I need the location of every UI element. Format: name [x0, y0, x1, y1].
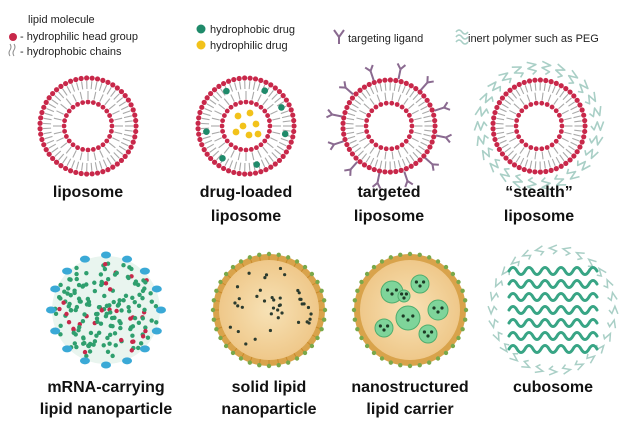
caption-sln-line2: nanoparticle	[221, 401, 316, 418]
caption-nlc-line1: nanostructured	[351, 379, 468, 396]
caption-stealth-line1: “stealth”	[505, 184, 573, 201]
caption-cubosome: cubosome	[513, 379, 593, 396]
caption-targeted-line1: targeted	[357, 184, 420, 201]
legend-lipid-molecule: lipid molecule	[28, 14, 95, 26]
legend-hydrophilic-drug: hydrophilic drug	[210, 40, 288, 52]
hydrophobic-drug-icon	[197, 25, 206, 34]
lipid-molecule-icon	[9, 33, 17, 56]
peg-polymer-icon	[456, 30, 468, 44]
solid-lipid-nanoparticle-illustration	[211, 252, 327, 368]
liposome-illustration	[37, 75, 138, 176]
caption-liposome: liposome	[53, 184, 123, 201]
mrna-lipid-nanoparticle-illustration	[46, 252, 166, 369]
caption-targeted-line2: liposome	[354, 208, 424, 225]
hydrophilic-drug-cluster	[233, 110, 262, 139]
cubosome-illustration	[488, 245, 618, 375]
caption-sln-line1: solid lipid	[232, 379, 307, 396]
legend: lipid molecule - hydrophilic head group …	[9, 14, 599, 58]
legend-targeting-ligand: targeting ligand	[348, 33, 423, 45]
caption-mrna-line2: lipid nanoparticle	[40, 401, 173, 418]
hydrophilic-drug-icon	[197, 41, 206, 50]
caption-drug-loaded-line2: liposome	[211, 208, 281, 225]
legend-head-group: - hydrophilic head group	[20, 31, 138, 43]
legend-inert-polymer: inert polymer such as PEG	[468, 33, 599, 45]
legend-hydrophobic-drug: hydrophobic drug	[210, 24, 295, 36]
caption-drug-loaded-line1: drug-loaded	[200, 184, 292, 201]
caption-nlc-line2: lipid carrier	[366, 401, 453, 418]
legend-chains: - hydrophobic chains	[20, 46, 122, 58]
targeting-ligand-icon	[334, 30, 344, 44]
stealth-liposome-illustration	[474, 61, 603, 190]
drug-loaded-liposome-illustration	[195, 75, 296, 176]
nanostructured-lipid-carrier-illustration	[352, 252, 468, 368]
targeted-liposome-illustration	[326, 63, 451, 188]
caption-stealth-line2: liposome	[504, 208, 574, 225]
caption-mrna-line1: mRNA-carrying	[47, 379, 164, 396]
